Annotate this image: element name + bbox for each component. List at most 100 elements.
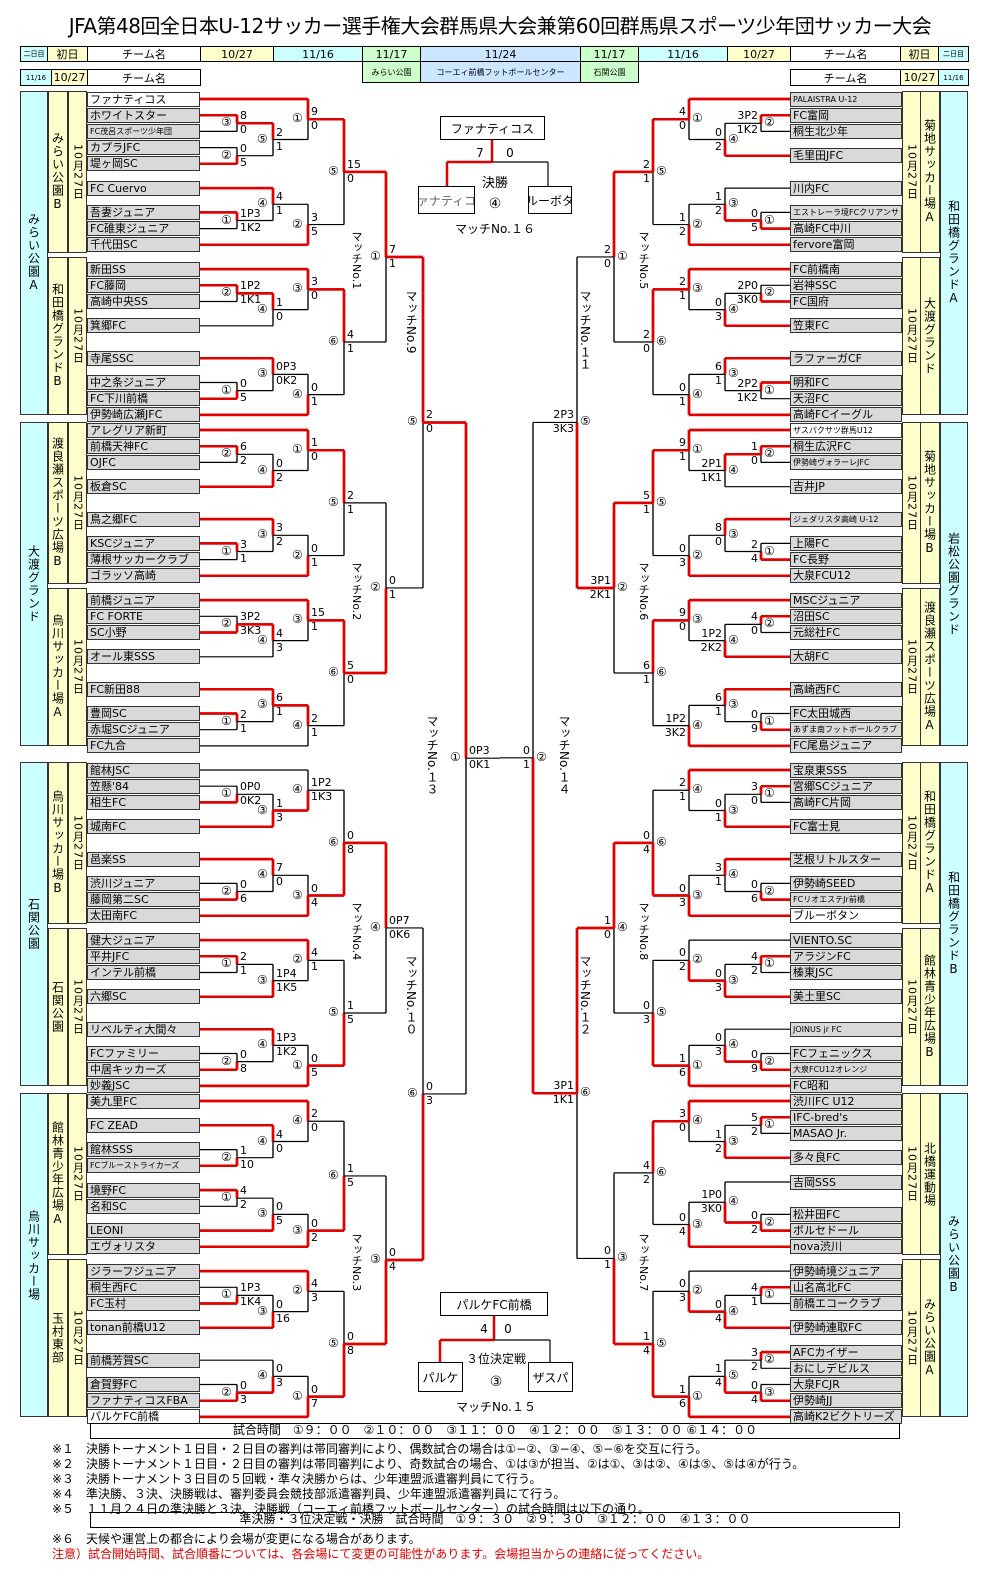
third-match-number: ③	[489, 1374, 503, 1390]
team-name: ブルーボタン	[790, 908, 902, 924]
match-number: ③	[257, 972, 268, 987]
team-name: 松井田FC	[790, 1206, 902, 1222]
team-name: PALAISTRA U-12	[790, 91, 902, 107]
match-number: ②	[692, 1283, 703, 1298]
score-top: 0	[311, 1216, 318, 1230]
team-name: 高崎FCイーグル	[790, 407, 902, 423]
match-label: マッチNo.2	[350, 562, 363, 621]
match-date: 10月27日	[902, 1093, 921, 1255]
score-top: 0	[679, 946, 686, 960]
team-name: FC新田88	[87, 681, 200, 697]
match-number: ⑤	[257, 131, 268, 146]
match-number: ②	[221, 1149, 232, 1164]
score-top: 2	[604, 242, 611, 256]
match-number: ①	[617, 248, 628, 263]
match-number: ①	[764, 382, 775, 397]
score-bottom: 2	[751, 1222, 758, 1236]
match-number: ①	[221, 956, 232, 971]
match-number: ④	[728, 1037, 739, 1052]
score-bottom: 1	[679, 289, 686, 303]
score-top: 4	[751, 610, 758, 624]
match-number: ③	[728, 366, 739, 381]
score-top: 7	[389, 242, 396, 256]
sub-venue: みらい公園B	[48, 91, 68, 253]
team-name: 箕郷FC	[87, 318, 200, 334]
score-top: 8	[715, 521, 722, 535]
team-name: 大泉FCU12オレンジ	[790, 1062, 902, 1078]
venue-header: みらい公園	[362, 61, 421, 83]
score-top: 0	[751, 707, 758, 721]
sub-venue: みらい公園A	[920, 1259, 940, 1417]
score-bottom: 2K2	[700, 640, 722, 654]
team-name: パルケFC前橋	[87, 1409, 200, 1425]
team-name: 板倉SC	[87, 479, 200, 495]
score-bottom: 1	[311, 555, 318, 569]
third-right-box: ザスパ	[528, 1362, 573, 1392]
sub-venue: 和田橋グランドB	[48, 257, 68, 415]
score-bottom: 1	[276, 204, 283, 218]
team-name: JOINUS jr FC	[790, 1021, 902, 1037]
match-number: ④	[292, 1113, 303, 1128]
match-number: ①	[292, 1388, 303, 1403]
match-number: ③	[692, 887, 703, 902]
header-cell: 10/27	[51, 69, 88, 86]
team-name: 鳥之郷FC	[87, 511, 200, 527]
note-3: ※３ 決勝トーナメント３日目の５回戦・準々決勝からは、少年連盟派遣審判員にて行う…	[52, 1472, 542, 1486]
score-top: 4	[679, 105, 686, 119]
team-name: 多々良FC	[790, 1150, 902, 1166]
match-number: ④	[617, 919, 628, 934]
score-top: 0	[751, 206, 758, 220]
score-bottom: 6	[679, 1065, 686, 1079]
sub-venue: 玉村東部	[48, 1259, 68, 1417]
score-top: 4	[751, 950, 758, 964]
score-bottom: 2	[715, 1141, 722, 1155]
team-name: 館林JSC	[87, 762, 200, 778]
match-number: ⑤	[656, 1005, 667, 1019]
match-number: ①	[221, 543, 232, 558]
score-top: 1	[347, 1161, 354, 1175]
match-number: ②	[692, 547, 703, 562]
score-bottom: 0	[751, 454, 758, 468]
team-name: 寺尾SSC	[87, 350, 200, 366]
score-top: 1P2	[665, 711, 686, 725]
score-bottom: 1	[751, 1295, 758, 1309]
team-name: FC太田城西	[790, 706, 902, 721]
score-top: 1P4	[276, 966, 297, 980]
score-top: 0P3	[469, 744, 490, 758]
score-top: 3P2	[737, 109, 758, 123]
team-name: FC国府	[790, 294, 902, 309]
final-match-label: マッチNo.１６	[455, 222, 535, 236]
score-bottom: 0	[679, 1121, 686, 1135]
team-name: AFCカイザー	[790, 1344, 902, 1360]
score-top: 5	[643, 488, 650, 502]
match-date: 10月27日	[902, 422, 921, 584]
match-number: ④	[692, 782, 703, 797]
team-name: ファナティコス	[87, 91, 200, 107]
match-number: ③	[257, 527, 268, 542]
score-top: 0	[426, 1079, 433, 1093]
score-top: 3	[751, 1346, 758, 1360]
sub-venue: 烏川サッカー場B	[48, 762, 68, 924]
score-bottom: 0	[679, 620, 686, 634]
team-name: FCリオエステJr前橋	[790, 892, 902, 908]
match-number: ②	[692, 952, 703, 967]
team-name: FCブルーストライカーズ	[87, 1158, 200, 1174]
match-number: ②	[764, 1053, 775, 1068]
score-top: 2P3	[553, 408, 574, 422]
match-number: ④	[292, 386, 303, 401]
match-number: ⑤	[580, 414, 591, 429]
team-name: 桐生広沢FC	[790, 438, 902, 454]
score-top: 0	[240, 376, 247, 390]
score-top: 7	[276, 861, 283, 875]
score-top: 0	[276, 1362, 283, 1376]
score-top: 3	[311, 275, 318, 289]
header-cell: チーム名	[790, 69, 901, 86]
match-number: ③	[728, 1133, 739, 1148]
team-name: リベルティ大間々	[87, 1021, 200, 1037]
outer-venue: 烏川サッカー場	[20, 1093, 48, 1417]
score-top: 0	[715, 796, 722, 810]
score-bottom: 1	[679, 450, 686, 464]
match-number: ②	[221, 446, 232, 461]
score-top: 9	[679, 606, 686, 620]
score-bottom: 0	[311, 450, 318, 464]
